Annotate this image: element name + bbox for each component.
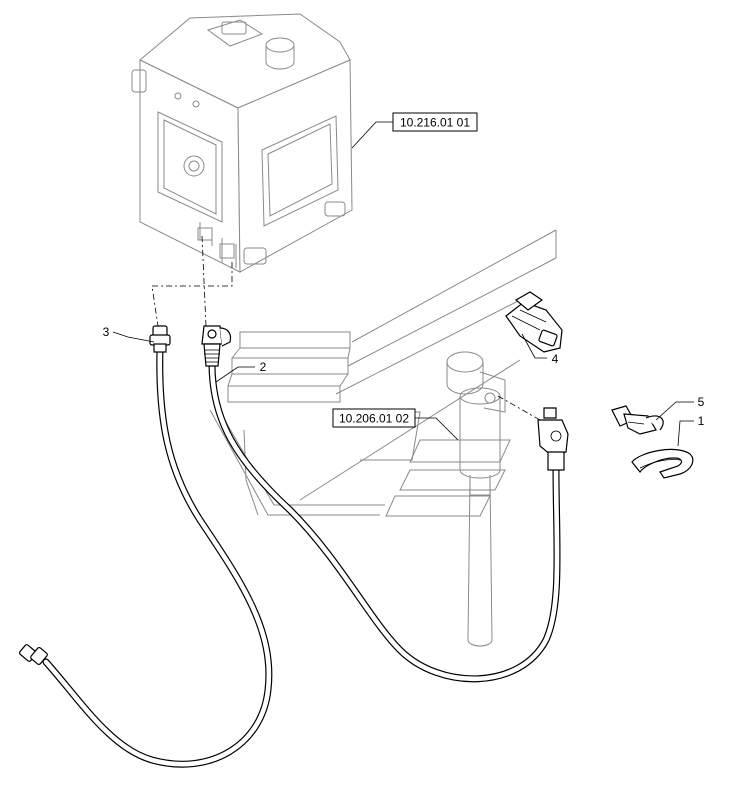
hose-item-2 bbox=[201, 325, 569, 683]
callout-5: 5 bbox=[698, 395, 705, 409]
system-reference-label[interactable]: 10.206.01 02 bbox=[332, 408, 416, 428]
hose-item-3 bbox=[18, 325, 273, 768]
system-reference-text: 10.206.01 02 bbox=[339, 412, 409, 426]
ghost-assembly-outline bbox=[209, 229, 557, 647]
callout-2: 2 bbox=[260, 360, 267, 374]
connection-dashes bbox=[151, 235, 541, 421]
callout-3: 3 bbox=[103, 325, 110, 339]
tank-reference-label[interactable]: 10.216.01 01 bbox=[392, 112, 478, 132]
hose-clip-item-5 bbox=[611, 405, 664, 435]
callout-4: 4 bbox=[552, 352, 559, 366]
callout-1: 1 bbox=[698, 414, 705, 428]
connector-item-4 bbox=[505, 291, 563, 353]
callout-leaders bbox=[112, 121, 694, 447]
tank-reference-text: 10.216.01 01 bbox=[400, 116, 470, 130]
cable-tie-item-1 bbox=[631, 448, 694, 479]
hydraulic-tank bbox=[131, 13, 353, 273]
